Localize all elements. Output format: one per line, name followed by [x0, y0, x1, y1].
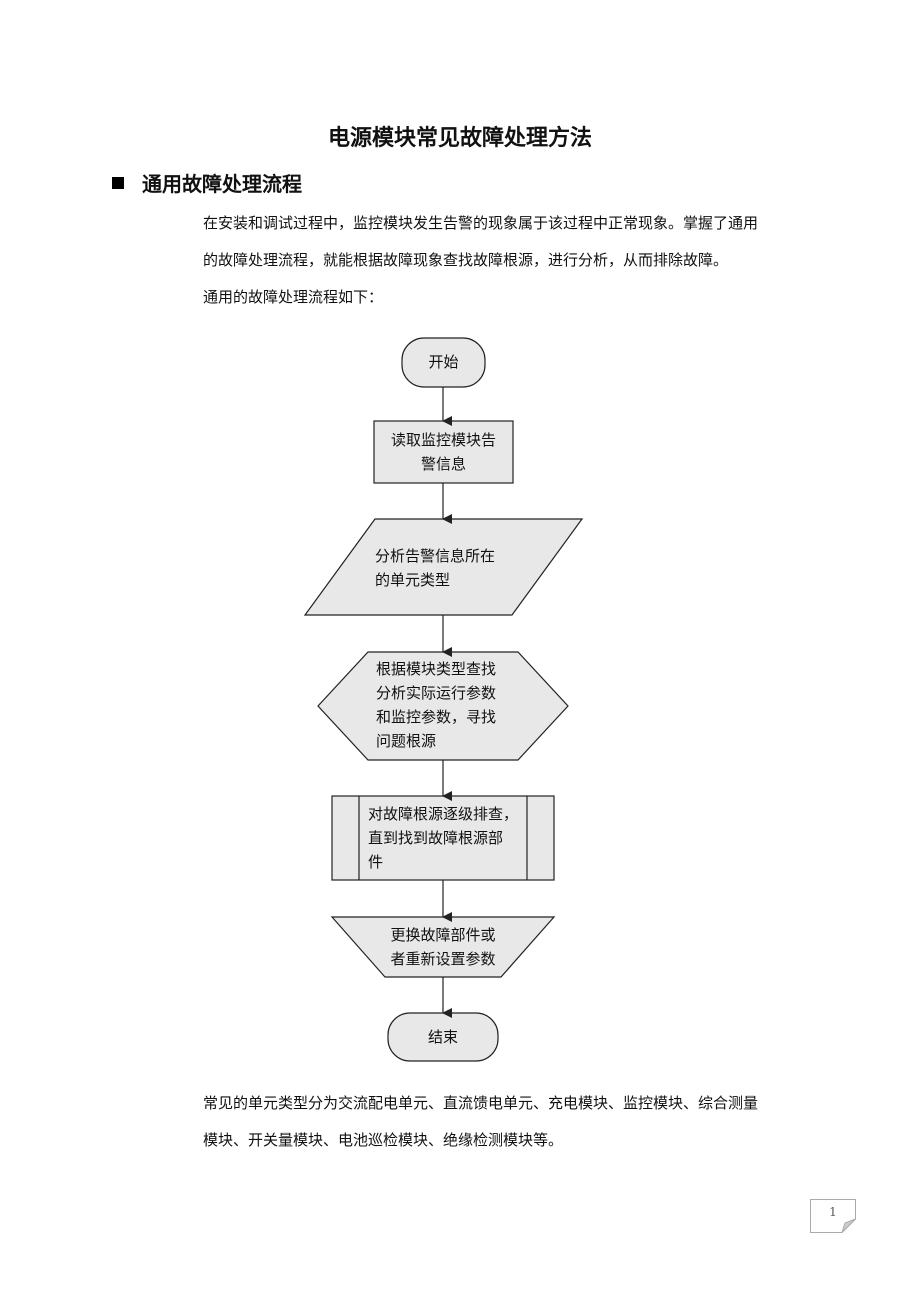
label-line: 件 — [368, 853, 384, 871]
intro-line: 的故障处理流程，就能根据故障现象查找故障根源，进行分析，从而排除故障。 — [203, 251, 729, 269]
label-line: 者重新设置参数 — [390, 950, 496, 968]
label-line: 更换故障部件或 — [390, 926, 496, 944]
start-label: 开始 — [428, 353, 459, 371]
step1-label: 读取监控模块告警信息 — [374, 428, 513, 476]
label-line: 根据模块类型查找 — [376, 660, 497, 678]
predefined-process-box — [331, 795, 555, 881]
page-number-box: 1 — [810, 1199, 856, 1233]
end-label: 结束 — [427, 1028, 458, 1046]
intro-line: 在安装和调试过程中，监控模块发生告警的现象属于该过程中正常现象。掌握了通用 — [203, 214, 759, 232]
intro-paragraph: 在安装和调试过程中，监控模块发生告警的现象属于该过程中正常现象。掌握了通用 的故… — [203, 205, 813, 279]
step4-label: 对故障根源逐级排查， 直到找到故障根源部件 — [368, 802, 518, 874]
step3-label: 根据模块类型查找分析实际运行参数和监控参数，寻找问题根源 — [376, 657, 496, 753]
section-heading: 通用故障处理流程 — [112, 168, 302, 197]
outro-line: 模块、开关量模块、电池巡检模块、绝缘检测模块等。 — [203, 1131, 564, 1149]
label-line: 和监控参数，寻找 — [376, 708, 497, 726]
label-line: 直到找到故障根源部 — [368, 829, 504, 847]
manual-operation-trapezoid — [330, 916, 556, 978]
label-line: 对故障根源逐级排查， — [368, 805, 519, 823]
intro-lead: 通用的故障处理流程如下： — [203, 288, 384, 306]
label-line: 的单元类型 — [375, 571, 451, 589]
label-line: 读取监控模块告 — [390, 431, 496, 449]
step2-label: 分析告警信息所在的单元类型 — [375, 544, 495, 592]
bullet-square-icon — [112, 177, 124, 189]
outro-paragraph: 常见的单元类型分为交流配电单元、直流馈电单元、充电模块、监控模块、综合测量 模块… — [203, 1085, 813, 1159]
step5-label: 更换故障部件或者重新设置参数 — [332, 923, 554, 971]
process-box — [373, 420, 514, 484]
page-number: 1 — [829, 1205, 837, 1219]
section-heading-text: 通用故障处理流程 — [142, 172, 302, 196]
document-title: 电源模块常见故障处理方法 — [327, 126, 592, 151]
label-line: 警信息 — [420, 455, 466, 473]
preparation-hexagon — [317, 651, 569, 761]
data-parallelogram — [303, 518, 584, 616]
label-line: 问题根源 — [376, 732, 437, 750]
label-line: 分析实际运行参数 — [376, 684, 497, 702]
outro-line: 常见的单元类型分为交流配电单元、直流馈电单元、充电模块、监控模块、综合测量 — [203, 1094, 759, 1112]
label-line: 分析告警信息所在 — [375, 547, 496, 565]
